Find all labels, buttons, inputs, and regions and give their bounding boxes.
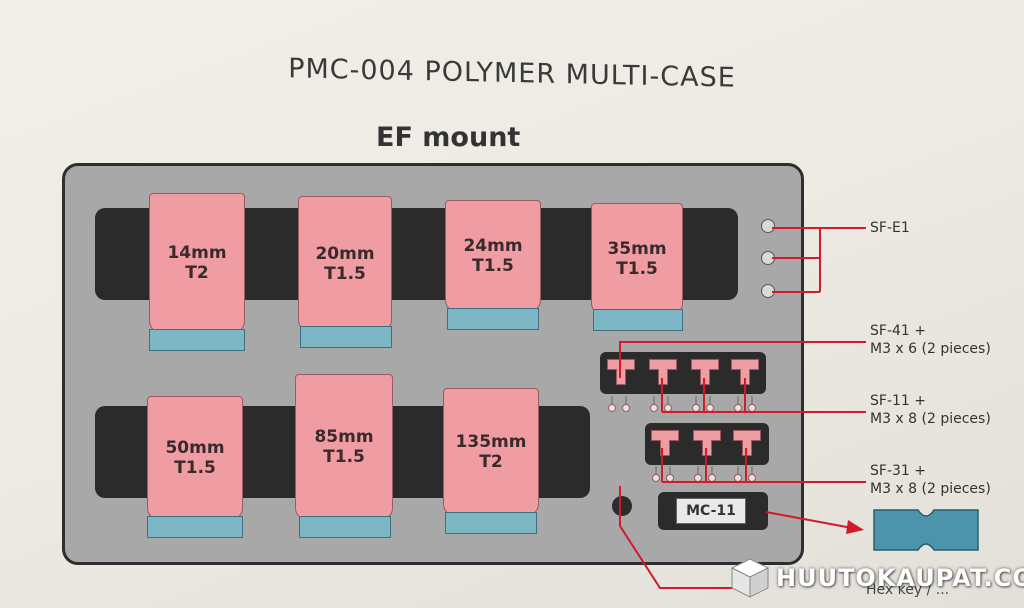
- lens-aperture: T1.5: [472, 256, 514, 276]
- label-sf-11: SF-11 + M3 x 8 (2 pieces): [870, 392, 991, 428]
- lens-base: [300, 326, 392, 348]
- lens-aperture: T1.5: [174, 458, 216, 478]
- lens-aperture: T2: [479, 452, 503, 472]
- lens-85mm: 85mm T1.5: [295, 374, 393, 520]
- lens-focal: 50mm: [165, 438, 225, 458]
- lens-135mm: 135mm T2: [443, 388, 539, 516]
- lens-base: [149, 329, 245, 351]
- mount-subtitle: EF mount: [376, 122, 521, 153]
- label-hex-key: Hex key / ...: [866, 582, 950, 598]
- lens-aperture: T1.5: [616, 259, 658, 279]
- mc-11-slot: MC-11: [658, 492, 768, 530]
- watermark-text: HUUTOKAUPAT.COM: [776, 564, 1024, 592]
- screw: [622, 396, 630, 412]
- label-sf-31-detail: M3 x 8 (2 pieces): [870, 481, 991, 497]
- label-sf-41-name: SF-41 +: [870, 323, 926, 339]
- lens-focal: 135mm: [455, 432, 527, 452]
- lens-aperture: T2: [185, 263, 209, 283]
- mc-11-part: [873, 509, 979, 551]
- lens-base: [299, 516, 391, 538]
- lens-20mm: 20mm T1.5: [298, 196, 392, 332]
- lens-focal: 14mm: [167, 243, 227, 263]
- label-sf-11-detail: M3 x 8 (2 pieces): [870, 411, 991, 427]
- label-sf-11-name: SF-11 +: [870, 393, 926, 409]
- lens-24mm: 24mm T1.5: [445, 200, 541, 312]
- sf-e1-hole: [761, 219, 775, 233]
- lens-focal: 20mm: [315, 244, 375, 264]
- lens-focal: 24mm: [463, 236, 523, 256]
- label-sf-31-name: SF-31 +: [870, 463, 926, 479]
- screw: [608, 396, 616, 412]
- lens-base: [445, 512, 537, 534]
- label-sf-31: SF-31 + M3 x 8 (2 pieces): [870, 462, 991, 498]
- lens-14mm: 14mm T2: [149, 193, 245, 333]
- lens-50mm: 50mm T1.5: [147, 396, 243, 520]
- lens-35mm: 35mm T1.5: [591, 203, 683, 315]
- label-sf-41-detail: M3 x 6 (2 pieces): [870, 341, 991, 357]
- cube-logo-icon: [730, 558, 770, 598]
- case-diagram: 14mm T2 20mm T1.5 24mm T1.5 35mm T1.5 50…: [62, 163, 804, 565]
- label-sf-41: SF-41 + M3 x 6 (2 pieces): [870, 322, 991, 358]
- screw: [650, 396, 658, 412]
- hex-key-hole: [612, 496, 632, 516]
- lens-base: [147, 516, 243, 538]
- sf-31-part: [651, 430, 679, 456]
- label-sf-e1: SF-E1: [870, 220, 910, 236]
- lens-focal: 85mm: [314, 427, 374, 447]
- lens-aperture: T1.5: [323, 447, 365, 467]
- watermark: HUUTOKAUPAT.COM: [730, 555, 1024, 601]
- lens-focal: 35mm: [607, 239, 667, 259]
- lens-aperture: T1.5: [324, 264, 366, 284]
- screw: [652, 466, 660, 482]
- lens-base: [593, 309, 683, 331]
- mc-11-label: MC-11: [676, 498, 746, 524]
- lens-base: [447, 308, 539, 330]
